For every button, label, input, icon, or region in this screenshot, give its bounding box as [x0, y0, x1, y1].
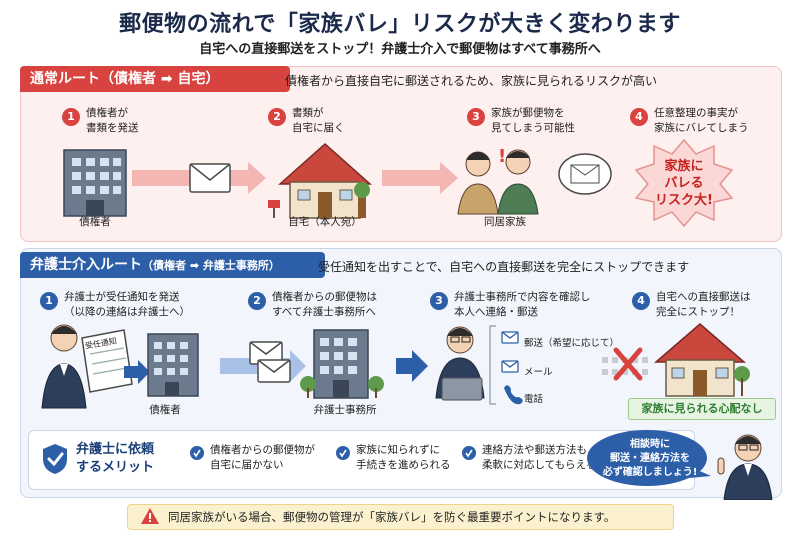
lawyer-route-description: 受任通知を出すことで、自宅への直接郵送を完全にストップできます — [318, 260, 690, 274]
check-circle-icon — [336, 446, 350, 460]
contact-mail-label: 郵送（希望に応じて） — [524, 338, 620, 349]
mail-icon — [501, 331, 519, 344]
phone-icon — [504, 385, 523, 405]
house-icon — [653, 323, 750, 397]
family-icon: ! — [457, 146, 539, 215]
safe-badge: 家族に見られる心配なし — [628, 398, 776, 420]
warning-burst-icon — [634, 138, 734, 228]
lawyer-route-tag-sub-end: 弁護士事務所） — [202, 259, 280, 272]
cross-icon — [613, 347, 643, 381]
check-circle-icon — [462, 446, 476, 460]
contact-bracket-icon — [489, 325, 496, 405]
arrow-right-icon: ➡ — [160, 71, 173, 87]
envelope-icon — [257, 359, 291, 383]
creditor-building-icon — [63, 149, 127, 217]
caption-creditor: 債権者 — [79, 216, 111, 228]
arrow-right-icon: ➡ — [189, 259, 200, 272]
lawyer-pointing-icon — [717, 434, 773, 500]
speech-bubble-icon — [587, 430, 711, 486]
mailbox-icon — [268, 200, 280, 218]
lawyer-step-2-text: 債権者からの郵便物は すべて弁護士事務所へ — [272, 291, 377, 318]
check-circle-icon — [190, 446, 204, 460]
speech-envelope-icon — [558, 153, 612, 195]
lawyer-at-laptop-icon — [435, 326, 485, 401]
envelope-icon — [249, 341, 283, 365]
note-text: 同居家族がいる場合、郵便物の管理が「家族バレ」を防ぐ最重要ポイントになります。 — [168, 510, 616, 524]
lawyer-step-2-number: 2 — [248, 292, 266, 310]
normal-route-tag: 通常ルート（債権者 ➡ 自宅） — [20, 66, 290, 92]
lawyer-route-tag-title: 弁護士介入ルート — [30, 257, 142, 273]
shield-check-icon — [43, 444, 67, 474]
lawyer-step-1-number: 1 — [40, 292, 58, 310]
normal-step-1-number: 1 — [62, 108, 80, 126]
page-title: 郵便物の流れで「家族バレ」リスクが大きく変わります — [119, 12, 681, 37]
normal-step-4-text: 任意整理の事実が 家族にバレてしまう — [654, 107, 749, 134]
caption-lawyer-creditor: 債権者 — [149, 404, 181, 416]
house-icon — [278, 142, 372, 219]
lawyer-step-4-number: 4 — [632, 292, 650, 310]
merit-item-1: 債権者からの郵便物が 自宅に届かない — [210, 444, 315, 471]
merits-box — [28, 430, 695, 490]
contact-email-label: メール — [524, 367, 553, 378]
lawyer-route-illustrations — [41, 323, 750, 409]
lawyer-step-3-text: 弁護士事務所で内容を確認し 本人へ連絡・郵送 — [454, 291, 591, 318]
normal-route-tag-end: 自宅） — [177, 71, 220, 87]
normal-route-tag-start: 通常ルート（債権者 — [30, 71, 156, 87]
note-bar — [127, 504, 674, 530]
normal-route-illustrations: ! — [63, 138, 734, 228]
caption-family: 同居家族 — [484, 216, 526, 228]
risk-burst-text: 家族に バレる リスク大! — [655, 159, 713, 208]
caption-home: 自宅（本人宛） — [288, 216, 362, 228]
page-subtitle: 自宅への直接郵送をストップ！弁護士介入で郵便物はすべて事務所へ — [199, 42, 601, 57]
envelope-icon — [189, 163, 231, 193]
warning-icon — [141, 508, 159, 524]
caption-office: 弁護士事務所 — [313, 404, 377, 416]
creditor-building-icon — [147, 333, 199, 397]
lawyer-step-3-number: 3 — [430, 292, 448, 310]
normal-step-4-number: 4 — [630, 108, 648, 126]
normal-step-3-text: 家族が郵便物を 見てしまう可能性 — [491, 107, 575, 134]
svg-text:!: ! — [498, 146, 506, 167]
flow-arrow-icon — [382, 162, 458, 194]
contact-phone-label: 電話 — [524, 394, 544, 405]
merit-item-3: 連絡方法や郵送方法も 柔軟に対応してもらえる — [482, 444, 597, 471]
merit-item-2: 家族に知られずに 手続きを進められる — [356, 444, 451, 471]
lawyer-route-tag-sub: （債権者 — [142, 259, 186, 272]
normal-step-2-number: 2 — [268, 108, 286, 126]
email-icon — [501, 360, 519, 373]
flow-arrow-icon — [396, 350, 428, 382]
merits-title: 弁護士に依頼 するメリット — [76, 442, 155, 475]
lawyer-route-tag: 弁護士介入ルート（債権者 ➡ 弁護士事務所） — [20, 252, 325, 278]
normal-route-description: 債権者から直接自宅に郵送されるため、家族に見られるリスクが高い — [285, 74, 658, 88]
advice-bubble-text: 相談時に 郵送・連絡方法を 必ず確認しましょう! — [602, 439, 698, 478]
lawyer-icon — [41, 324, 87, 409]
lawyer-step-1-text: 弁護士が受任通知を発送 （以降の連絡は弁護士へ） — [64, 291, 190, 318]
lawyer-step-4-text: 自宅への直接郵送は 完全にストップ！ — [656, 291, 751, 318]
normal-step-1-text: 債権者が 書類を発送 — [86, 107, 139, 134]
document-icon — [81, 329, 133, 393]
flow-arrow-icon — [124, 360, 150, 384]
law-office-building-icon — [300, 329, 384, 399]
normal-step-3-number: 3 — [467, 108, 485, 126]
normal-step-2-text: 書類が 自宅に届く — [292, 107, 345, 134]
